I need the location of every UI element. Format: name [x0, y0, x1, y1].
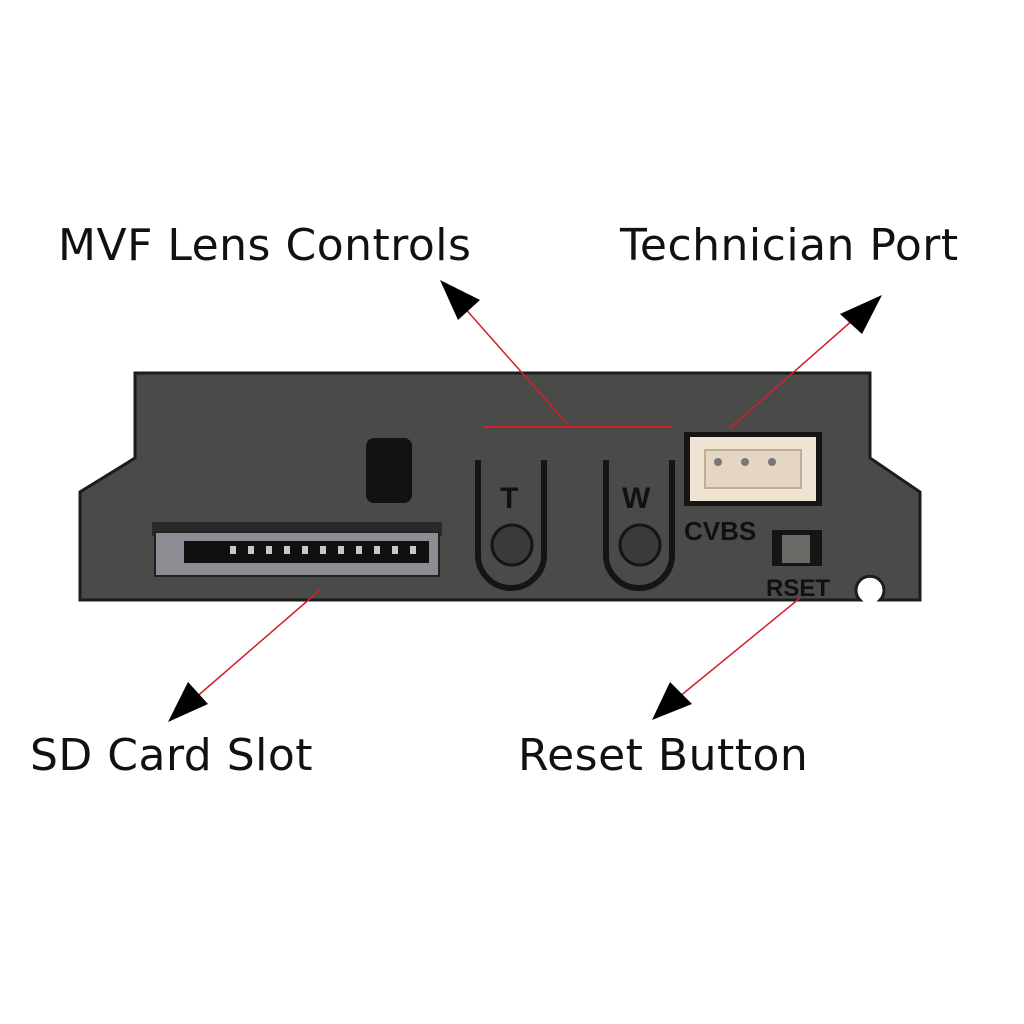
sd-callout-line [185, 589, 321, 707]
tele-marking: T [500, 482, 518, 515]
reset-button-label: Reset Button [518, 730, 809, 781]
technician-port-connector[interactable] [684, 432, 822, 506]
technician-port-label: Technician Port [620, 220, 959, 271]
micro-sd-icon [366, 438, 412, 503]
mvf-lens-controls-label: MVF Lens Controls [58, 220, 472, 271]
wide-button[interactable] [603, 460, 675, 591]
reset-marking: RSET [766, 575, 830, 602]
reset-switch[interactable] [772, 530, 822, 566]
reset-arrowhead-icon [652, 682, 692, 720]
sd-arrowhead-icon [168, 682, 208, 722]
sd-card-slot[interactable] [152, 522, 442, 577]
tele-button[interactable] [475, 460, 547, 591]
reset-callout-line [667, 597, 801, 707]
technician-arrowhead-icon [840, 295, 882, 334]
cvbs-marking: CVBS [684, 516, 756, 546]
mvf-arrowhead-icon [440, 280, 480, 320]
mvf-callout-line [461, 304, 571, 428]
technician-callout-line [729, 311, 863, 429]
wide-marking: W [622, 482, 651, 515]
sd-card-slot-label: SD Card Slot [30, 730, 314, 781]
